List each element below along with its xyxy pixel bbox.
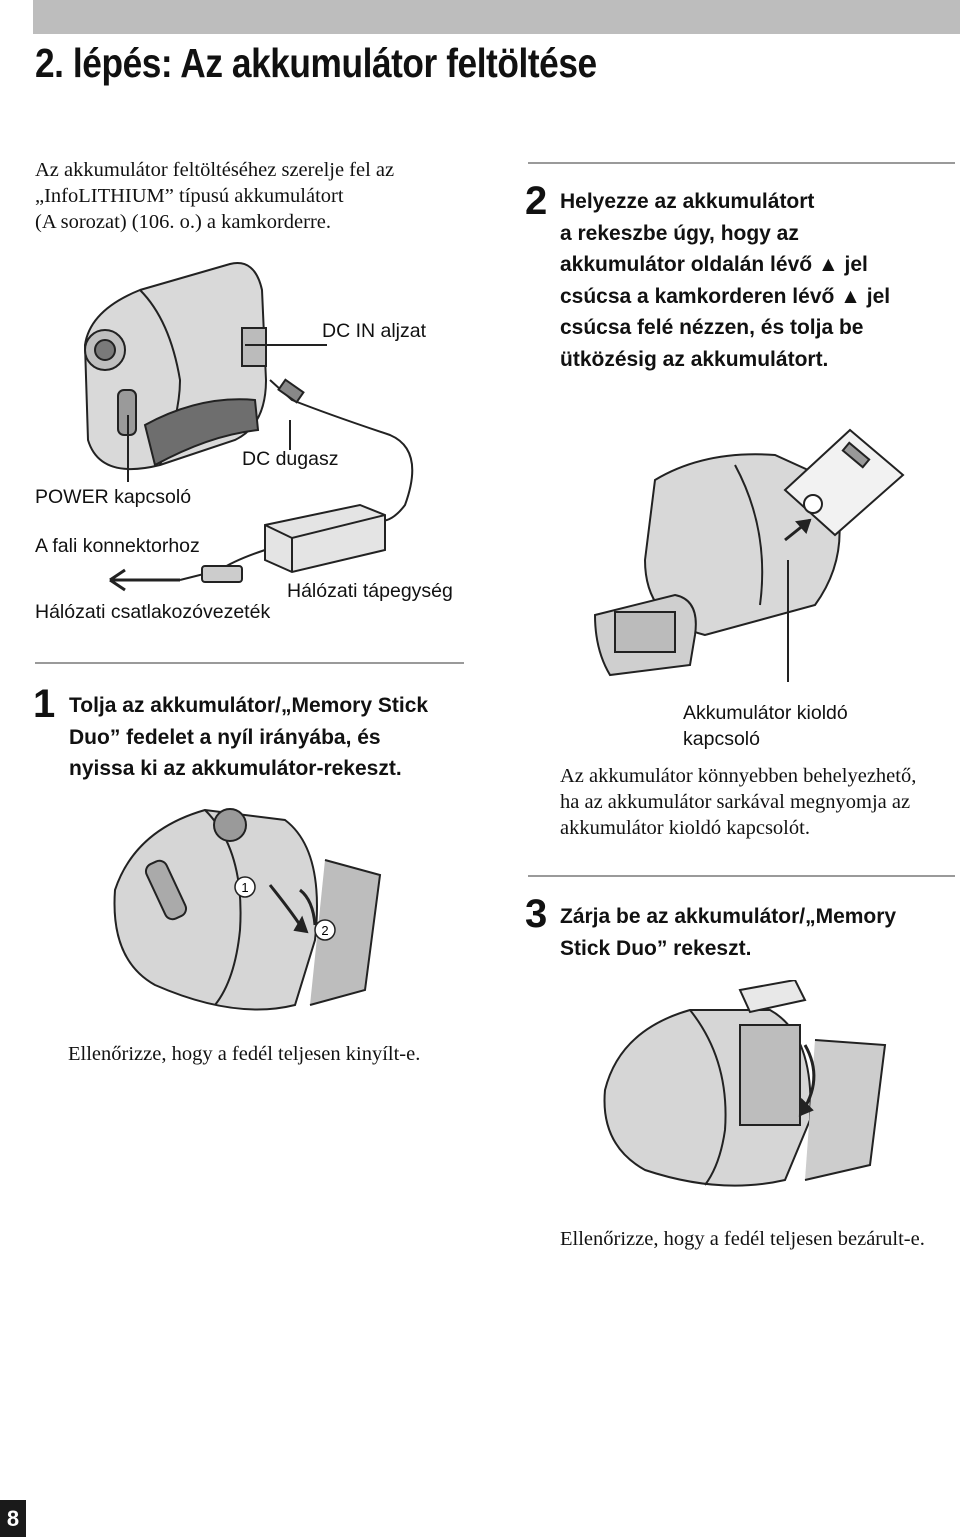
camcorder-charging-illustration <box>83 262 414 592</box>
step1-figure-caption: Ellenőrizze, hogy a fedél teljesen kinyí… <box>68 1043 421 1065</box>
intro-line: Az akkumulátor feltöltéséhez szerelje fe… <box>35 159 395 181</box>
header-bar <box>33 0 960 34</box>
step2-line: Helyezze az akkumulátort <box>560 190 815 213</box>
intro-line: (A sorozat) (106. o.) a kamkorderre. <box>35 211 331 233</box>
power-switch-label: POWER kapcsoló <box>35 486 192 508</box>
step2-instruction: Helyezze az akkumulátort a rekeszbe úgy,… <box>560 186 960 375</box>
release-note-line: ha az akkumulátor sarkával megnyomja az <box>560 791 911 813</box>
page-title: 2. lépés: Az akkumulátor feltöltése <box>35 40 597 86</box>
dc-in-jack-label: DC IN aljzat <box>322 320 427 342</box>
intro-line: „InfoLITHIUM” típusú akkumulátort <box>35 185 344 207</box>
marker-1-text: 1 <box>241 880 248 895</box>
page-number: 8 <box>0 1500 26 1537</box>
release-label-line: Akkumulátor kioldó <box>683 702 848 724</box>
step-marker-1 <box>234 876 256 898</box>
step3-figure-caption: Ellenőrizze, hogy a fedél teljesen bezár… <box>560 1228 925 1250</box>
step2-line: ütközésig az akkumulátort. <box>560 347 829 371</box>
step1-line: Tolja az akkumulátor/„Memory Stick <box>69 694 429 717</box>
intro-text: Az akkumulátor feltöltéséhez szerelje fe… <box>35 157 455 235</box>
battery-release-note: Az akkumulátor könnyebben behelyezhető, … <box>560 763 916 841</box>
step1-line: nyissa ki az akkumulátor-rekeszt. <box>69 757 402 780</box>
power-cord-label: Hálózati csatlakozóvezeték <box>35 601 271 623</box>
battery-cover-close-illustration <box>603 980 887 1187</box>
step2-line: akkumulátor oldalán lévő ▲ jel <box>560 253 868 276</box>
step-divider <box>528 875 955 877</box>
release-note-line: akkumulátor kioldó kapcsolót. <box>560 817 810 839</box>
step3-line: Stick Duo” rekeszt. <box>560 936 752 960</box>
wall-outlet-label: A fali konnektorhoz <box>35 535 200 557</box>
ac-adaptor-label: Hálózati tápegység <box>287 580 453 602</box>
step3-instruction: Zárja be az akkumulátor/„Memory Stick Du… <box>560 901 960 964</box>
step-number: 2 <box>525 179 548 223</box>
step1-instruction: Tolja az akkumulátor/„Memory Stick Duo” … <box>69 690 469 785</box>
step1-line: Duo” fedelet a nyíl irányába, és <box>69 725 381 749</box>
step2-line: a rekeszbe úgy, hogy az <box>560 221 799 245</box>
step-divider <box>528 162 955 164</box>
step-divider <box>35 662 464 664</box>
battery-release-label: Akkumulátor kioldó kapcsoló <box>683 700 848 752</box>
battery-cover-open-illustration: 1 2 <box>113 808 382 1011</box>
battery-insert-illustration <box>593 428 905 682</box>
marker-2-text: 2 <box>321 923 328 938</box>
step3-line: Zárja be az akkumulátor/„Memory <box>560 905 897 928</box>
step-marker-2 <box>314 919 336 941</box>
dc-plug-label: DC dugasz <box>242 448 339 470</box>
step-number: 3 <box>525 892 548 936</box>
step2-line: csúcsa a kamkorderen lévő ▲ jel <box>560 284 891 308</box>
step2-line: csúcsa felé nézzen, és tolja be <box>560 316 864 339</box>
release-label-line: kapcsoló <box>683 728 760 750</box>
release-note-line: Az akkumulátor könnyebben behelyezhető, <box>560 765 917 787</box>
step-number: 1 <box>33 682 56 726</box>
